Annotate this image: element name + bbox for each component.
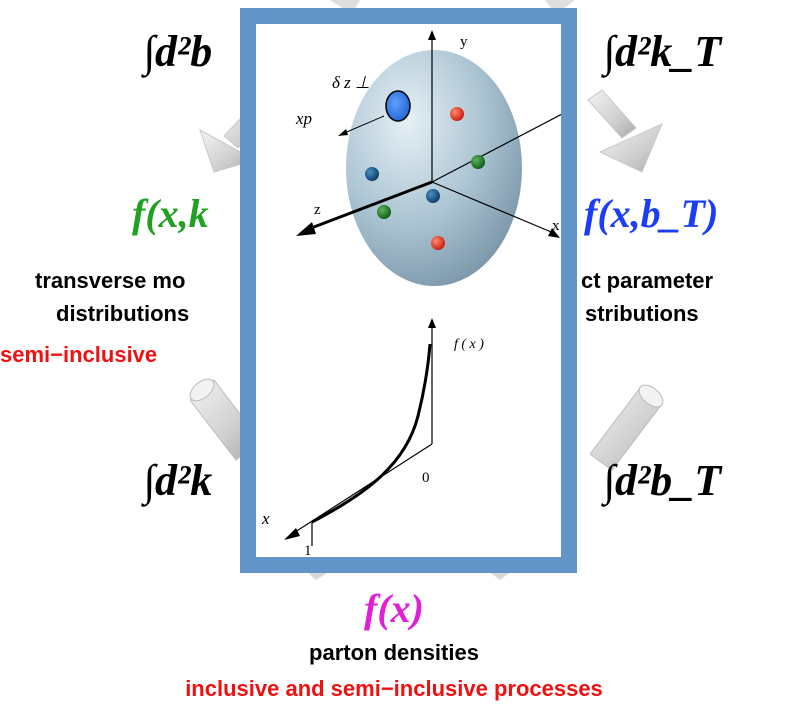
left-text-line3: semi−inclusive — [0, 342, 158, 367]
label-delta-z: δ z ⊥ — [332, 73, 370, 92]
integral-bottom-left: ∫d²k — [143, 456, 213, 505]
x-lower-arrowhead — [284, 528, 300, 540]
right-text-line1: ct parameter — [581, 268, 714, 293]
quark-green-2 — [377, 205, 391, 219]
integral-top-right: ∫d²k_T — [603, 27, 722, 76]
left-text-line2: distributions — [56, 301, 190, 326]
left-text-line1: transverse mo — [35, 268, 186, 293]
label-z: z — [314, 202, 321, 218]
y-axis-arrowhead — [428, 30, 436, 40]
quark-red-2 — [431, 236, 445, 250]
parton-circle — [385, 90, 411, 122]
label-zero: 0 — [422, 470, 430, 486]
label-one: 1 — [304, 543, 312, 557]
bottom-text-line1: parton densities — [309, 640, 479, 665]
inset-figure: y z x δ z ⊥ xp f ( x ) 0 x 1 — [261, 30, 561, 557]
label-xp: xp — [295, 109, 312, 128]
z-axis-arrowhead — [296, 222, 316, 236]
quark-blue-2 — [426, 189, 440, 203]
x-axis — [431, 181, 557, 235]
integral-bottom-right: ∫d²b_T — [603, 456, 722, 505]
arrow-bottom-right — [589, 384, 664, 471]
label-x: x — [552, 218, 560, 234]
xp-arrowhead — [338, 129, 348, 136]
label-x-lower: x — [261, 509, 270, 528]
fx-axis-arrowhead — [428, 318, 436, 328]
fx-curve — [311, 343, 432, 524]
z-axis — [305, 180, 433, 232]
arrow-top-right — [587, 89, 663, 173]
integral-top-left: ∫d²b — [143, 27, 213, 76]
bottom-text-line2: inclusive and semi−inclusive processes — [185, 676, 603, 701]
function-bottom: f(x) — [364, 586, 424, 631]
function-right: f(x,b_T) — [584, 191, 719, 236]
label-fx: f ( x ) — [454, 337, 484, 352]
inset-panel: y z x δ z ⊥ xp f ( x ) 0 x 1 — [240, 8, 577, 573]
x-axis-arrowhead — [548, 228, 560, 238]
function-left: f(x,k — [132, 191, 209, 236]
xp-pointer — [341, 115, 385, 135]
quark-red-1 — [450, 107, 464, 121]
quark-green-1 — [471, 155, 485, 169]
right-text-line2: stributions — [585, 301, 699, 326]
quark-blue-1 — [365, 167, 379, 181]
horizontal-axis — [431, 113, 561, 183]
label-y: y — [460, 34, 468, 50]
inset-panel-inner: y z x δ z ⊥ xp f ( x ) 0 x 1 — [256, 24, 561, 557]
